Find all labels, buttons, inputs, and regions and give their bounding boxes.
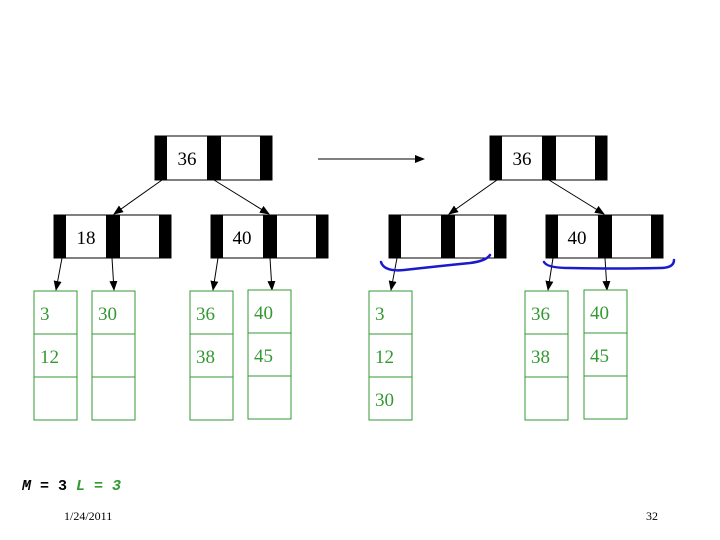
right-tree: 36 40 [368, 135, 676, 421]
right-leaf-1-value-2: 12 [375, 347, 394, 368]
left-internal-1-key-1: 18 [77, 228, 96, 249]
right-leaf-3: 40 45 [583, 289, 628, 420]
left-leaf-2-value-1: 30 [98, 304, 117, 325]
left-internal-2-key-1: 40 [233, 228, 252, 249]
formula-m-value: = 3 [31, 478, 77, 495]
right-leaf-1: 3 12 30 [368, 290, 413, 421]
left-internal-2-to-leaf-4-arrow [267, 257, 276, 291]
left-tree: 36 18 40 [33, 135, 329, 421]
left-root-to-internal-1-arrow [113, 179, 163, 215]
formula-m-var: M [22, 478, 32, 495]
right-leaf-2-value-2: 38 [531, 347, 550, 368]
left-internal-node-2: 40 [210, 214, 329, 259]
right-leaf-3-value-1: 40 [590, 303, 609, 324]
left-leaf-4-value-1: 40 [254, 303, 273, 324]
left-root-to-internal-2-arrow [213, 179, 270, 215]
left-leaf-3-value-2: 38 [196, 347, 215, 368]
right-internal-2-key-1: 40 [568, 228, 587, 249]
right-root-key-1: 36 [513, 149, 532, 170]
right-root-node: 36 [489, 135, 608, 181]
left-leaf-3: 36 38 [189, 290, 234, 421]
slide-date: 1/24/2011 [64, 509, 113, 523]
left-leaf-1-value-2: 12 [40, 347, 59, 368]
left-root-key-1: 36 [178, 149, 197, 170]
right-root-to-internal-1-arrow [448, 179, 498, 215]
right-internal-2-to-leaf-3-arrow [602, 257, 611, 291]
order-formula: M = 3 L = 3 [22, 478, 121, 495]
left-leaf-1-value-1: 3 [40, 304, 50, 325]
left-leaf-4: 40 45 [247, 289, 292, 420]
left-internal-node-1: 18 [53, 214, 172, 259]
right-leaf-1-value-3: 30 [375, 390, 394, 411]
right-leaf-2-value-1: 36 [531, 304, 550, 325]
right-internal-1-to-leaf-1-arrow [388, 257, 398, 291]
left-leaf-3-value-1: 36 [196, 304, 215, 325]
formula-l-part: L = 3 [76, 478, 122, 495]
right-leaf-3-value-2: 45 [590, 346, 609, 367]
left-internal-1-to-leaf-1-arrow [53, 257, 63, 291]
left-internal-1-to-leaf-2-arrow [109, 257, 118, 291]
left-internal-2-to-leaf-3-arrow [210, 257, 219, 291]
annotation-underline-right [542, 258, 676, 270]
left-leaf-1: 3 12 [33, 290, 78, 421]
right-leaf-1-value-1: 3 [375, 304, 385, 325]
left-leaf-4-value-2: 45 [254, 346, 273, 367]
right-internal-node-2: 40 [545, 214, 664, 259]
slide-number: 32 [646, 509, 658, 523]
right-internal-node-1 [388, 214, 507, 259]
right-leaf-2: 36 38 [524, 290, 569, 421]
left-root-node: 36 [154, 135, 273, 181]
left-leaf-2: 30 [91, 290, 136, 421]
right-root-to-internal-2-arrow [548, 179, 605, 215]
annotation-underline-left [379, 253, 492, 272]
right-internal-2-to-leaf-2-arrow [545, 257, 554, 291]
